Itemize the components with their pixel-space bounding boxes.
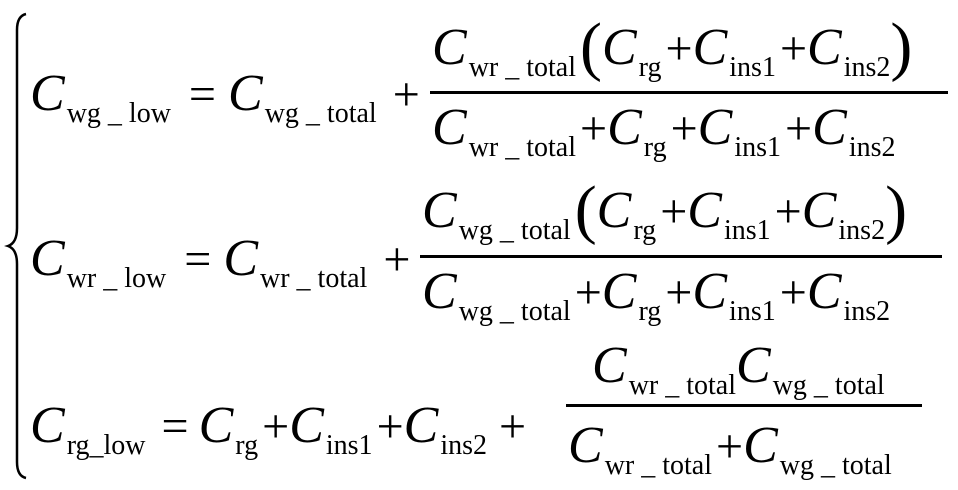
fraction-bar — [420, 255, 942, 258]
fraction-denominator: Cwr _ total +Crg +Cins1 +Cins2 — [432, 99, 896, 163]
close-paren: ) — [890, 10, 913, 83]
equation-row-2: Cwr _ low = Cwr _ total + Cwg _ total (C… — [0, 165, 958, 330]
open-paren: ( — [574, 173, 597, 246]
fraction-bar — [566, 404, 922, 407]
plus-sign: + — [383, 233, 411, 286]
plus-sign: + — [392, 68, 420, 121]
lhs-term: Cwg _ low — [30, 65, 171, 129]
equals-sign: = — [161, 400, 189, 453]
rhs-term: Crg — [198, 397, 259, 461]
fraction-numerator: Cwr _ totalCwg _ total — [592, 337, 885, 401]
plus-sign: + — [499, 400, 527, 453]
rhs-term: Cins2 — [403, 397, 488, 461]
open-paren: ( — [580, 10, 602, 83]
lhs-term: Cwr _ low — [30, 230, 167, 294]
rhs-term: Cwr _ total — [223, 230, 368, 294]
rhs-term: Cwg _ total — [228, 65, 377, 129]
equation-row-1: Cwg _ low = Cwg _ total + Cwr _ total (C… — [0, 0, 958, 170]
close-paren: ) — [885, 173, 908, 246]
fraction-numerator: Cwg _ total (Crg +Cins1 +Cins2) — [422, 173, 908, 246]
lhs-term: Crg_low — [30, 397, 146, 461]
left-brace-icon — [4, 12, 27, 480]
fraction-denominator: Cwr _ total +Cwg _ total — [568, 417, 892, 481]
equation-row-3: Crg_low = Crg +Cins1 +Cins2 + Cwr _ tota… — [0, 330, 958, 490]
equals-sign: = — [188, 68, 216, 121]
fraction-bar — [430, 91, 948, 94]
equals-sign: = — [184, 233, 212, 286]
fraction-numerator: Cwr _ total (Crg +Cins1 +Cins2) — [432, 10, 913, 83]
fraction-denominator: Cwg _ total +Crg +Cins1 +Cins2 — [422, 263, 891, 327]
rhs-term: Cins1 — [289, 397, 373, 461]
